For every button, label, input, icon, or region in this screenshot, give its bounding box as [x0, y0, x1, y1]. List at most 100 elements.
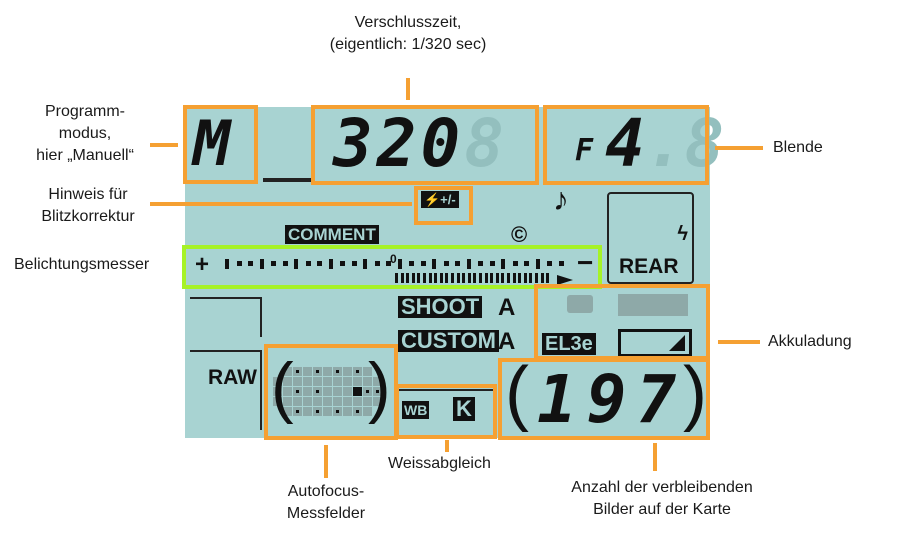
- af-point: [333, 387, 342, 396]
- meter-bar: [473, 273, 477, 283]
- af-point: [323, 387, 332, 396]
- af-point: [283, 407, 292, 416]
- meter-bar: [423, 273, 426, 283]
- meter-bar: [490, 273, 494, 283]
- af-point: [303, 367, 312, 376]
- af-point: [283, 367, 292, 376]
- leader-line: [445, 440, 449, 452]
- meter-tick: [558, 261, 564, 266]
- meter-tick: [328, 259, 333, 269]
- af-point: [363, 407, 372, 416]
- battery-ghost: [618, 294, 688, 316]
- meter-bar: [523, 273, 527, 283]
- meter-bar: [395, 273, 398, 283]
- wb-label: WB: [402, 401, 430, 419]
- meter-bar: [495, 273, 499, 283]
- comment-indicator: COMMENT: [285, 225, 379, 244]
- meter-bar: [512, 273, 516, 283]
- divider: [398, 389, 493, 391]
- meter-bar: [428, 273, 432, 283]
- leader-line: [653, 443, 657, 471]
- meter-minus: −: [577, 247, 594, 278]
- meter-tick: [478, 261, 483, 266]
- meter-tick: [512, 261, 518, 266]
- frames-remaining: 197: [537, 361, 687, 438]
- meter-bar: [467, 273, 471, 283]
- leader-line: [406, 78, 410, 100]
- af-point: [293, 407, 302, 416]
- af-points: [273, 357, 383, 427]
- af-point: [293, 377, 302, 386]
- flash-compensation-icon: ⚡+/-: [421, 191, 459, 208]
- af-point: [323, 407, 332, 416]
- camera-icon: [567, 295, 593, 313]
- af-point: [323, 367, 332, 376]
- frames-highlight: [498, 358, 710, 440]
- af-point: [333, 397, 342, 406]
- frames-bracket-right: ): [683, 353, 707, 433]
- meter-tick: [443, 261, 449, 266]
- wb-label-annotation: Weissabgleich: [388, 455, 491, 472]
- af-point: [363, 397, 372, 406]
- meter-tick: [305, 261, 311, 266]
- af-point: [343, 367, 352, 376]
- rear-sync: REAR: [619, 255, 679, 278]
- af-point: [283, 387, 292, 396]
- shoot-bank-label: SHOOT: [398, 296, 483, 318]
- meter-tick: [432, 259, 436, 269]
- meter-bar: [406, 273, 410, 283]
- mode-label: Programm-modus,hier „Manuell“: [36, 103, 134, 164]
- flash-comp-highlight: [414, 186, 473, 225]
- leader-line: [324, 445, 328, 478]
- meter-tick: [535, 259, 540, 269]
- meter-tick: [547, 261, 552, 266]
- frame-line: [190, 350, 260, 352]
- af-point: [313, 387, 322, 396]
- af-point: [353, 387, 362, 396]
- af-point: [293, 367, 302, 376]
- meter-bar: [456, 273, 460, 283]
- custom-bank: A: [498, 328, 516, 355]
- af-point: [343, 397, 352, 406]
- af-point: [333, 367, 342, 376]
- custom-bank-label: CUSTOM: [398, 330, 499, 352]
- meter-tick: [501, 259, 505, 269]
- af-point: [353, 377, 362, 386]
- mode-highlight: [183, 105, 258, 184]
- af-point: [323, 397, 332, 406]
- af-bracket-left: (: [271, 349, 294, 425]
- beep-icon: ♪: [553, 181, 569, 217]
- meter-zero: 0: [390, 252, 397, 266]
- af-highlight: [264, 344, 398, 440]
- af-point: [323, 377, 332, 386]
- meter-tick: [524, 261, 529, 266]
- frame-line: [260, 350, 262, 430]
- af-point: [333, 377, 342, 386]
- af-point: [313, 377, 322, 386]
- meter-highlight: [182, 245, 602, 289]
- frame-line: [190, 297, 260, 299]
- af-point: [353, 367, 362, 376]
- leader-line: [150, 143, 178, 147]
- af-point: [303, 377, 312, 386]
- meter-tick: [351, 261, 357, 266]
- af-label: Autofocus-Messfelder: [286, 483, 366, 522]
- meter-tick: [489, 261, 495, 266]
- meter-tick: [236, 261, 242, 266]
- af-point: [313, 407, 322, 416]
- meter-bar: [400, 273, 404, 283]
- wb-value: K: [453, 397, 475, 421]
- meter-bar: [484, 273, 488, 283]
- af-point: [283, 397, 292, 406]
- af-point: [343, 387, 352, 396]
- meter-label: Belichtungsmesser: [14, 256, 150, 273]
- af-point: [353, 407, 362, 416]
- lcd-panel: M 3208 F 4.8 ⚡+/- ♪ COMMENT © + 0 − ϟ RE…: [185, 105, 724, 438]
- meter-tick: [294, 259, 298, 269]
- flash-sync-frame: ϟ REAR: [607, 192, 694, 284]
- exposure-meter: + 0 −: [185, 247, 600, 287]
- meter-tick: [455, 261, 460, 266]
- af-point: [363, 387, 372, 396]
- meter-bar: [451, 273, 454, 283]
